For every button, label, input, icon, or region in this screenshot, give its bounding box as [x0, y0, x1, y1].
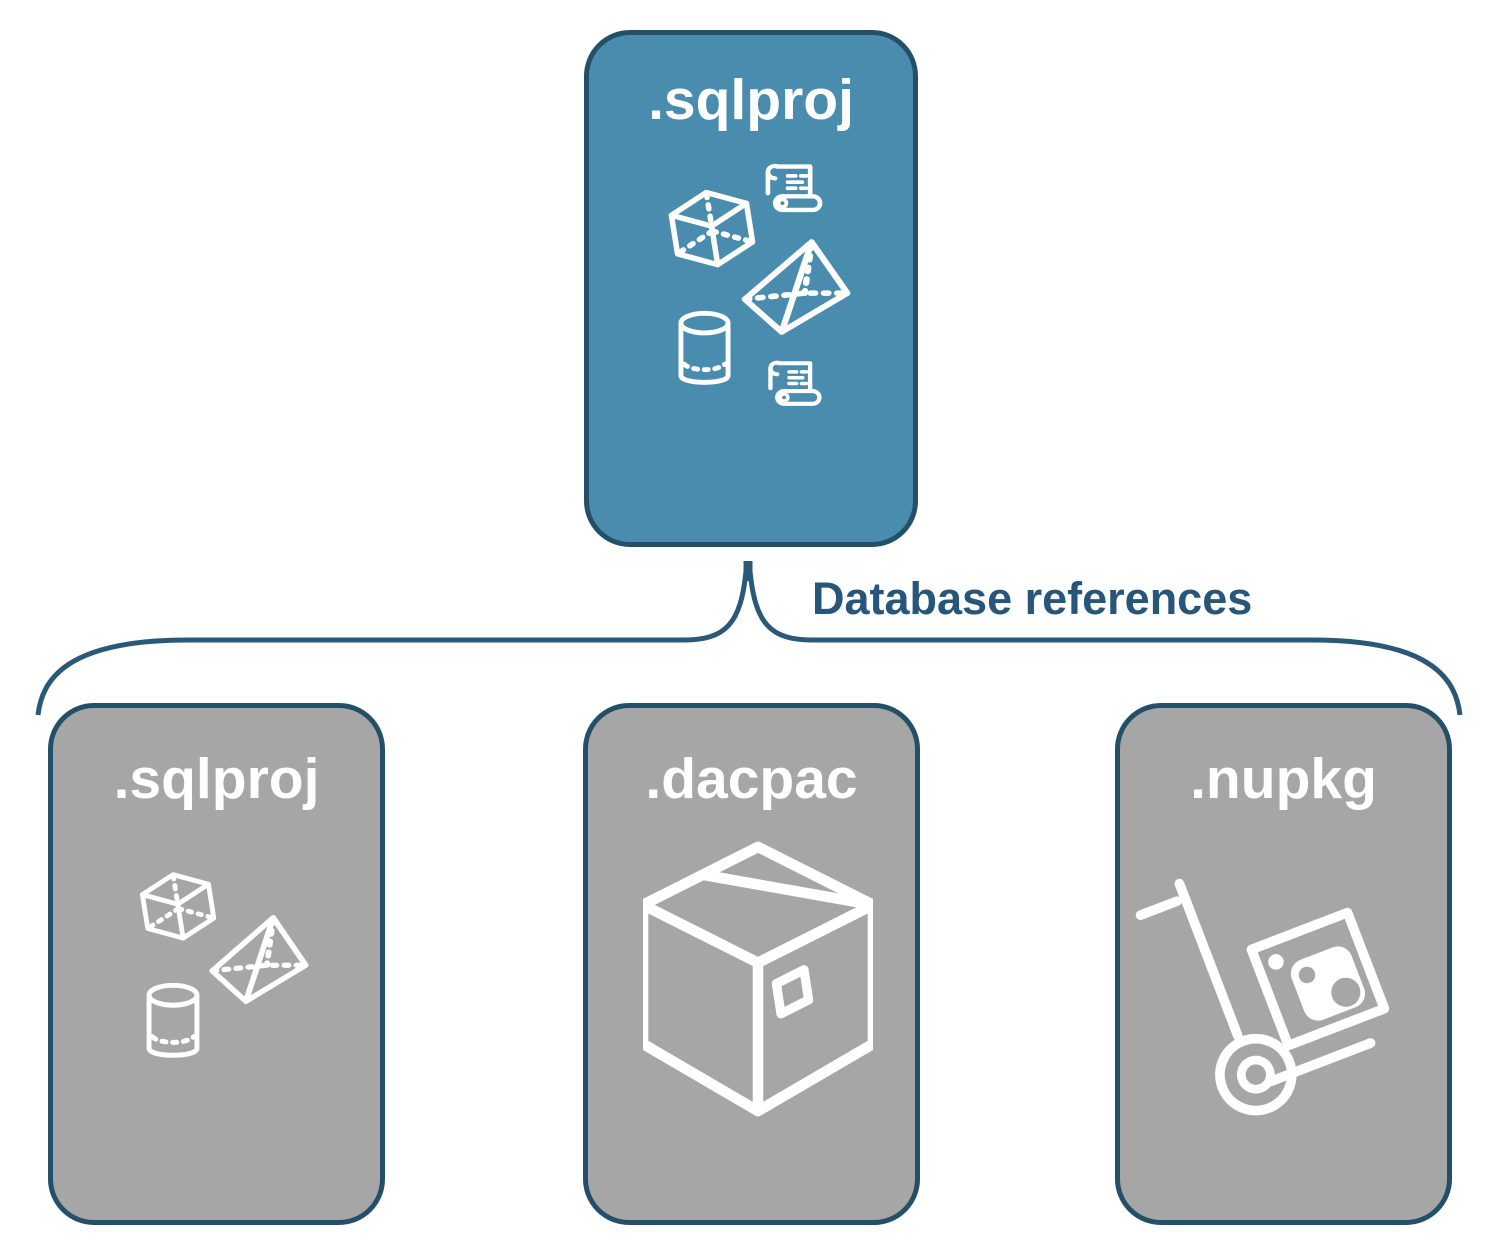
node-sqlproj-root: .sqlproj [584, 30, 918, 547]
node-dacpac: .dacpac [583, 703, 920, 1225]
node-nupkg: .nupkg [1115, 703, 1452, 1225]
node-sqlproj-child: .sqlproj [48, 703, 385, 1225]
child-node-label: .nupkg [1190, 747, 1377, 811]
cylinder-icon [140, 982, 206, 1065]
pyramid-icon [738, 236, 853, 338]
brace-connector [35, 561, 1463, 716]
child-node-label: .dacpac [645, 747, 858, 811]
nuget-hand-truck-icon [1120, 708, 1447, 1220]
scroll-icon [763, 358, 825, 416]
pyramid-icon [206, 912, 311, 1007]
root-node-label: .sqlproj [648, 68, 854, 132]
edge-label-database-references: Database references [812, 573, 1253, 624]
cylinder-icon [672, 310, 737, 392]
child-node-label: .sqlproj [113, 747, 320, 811]
scroll-icon [760, 161, 826, 223]
package-box-icon [643, 840, 873, 1118]
